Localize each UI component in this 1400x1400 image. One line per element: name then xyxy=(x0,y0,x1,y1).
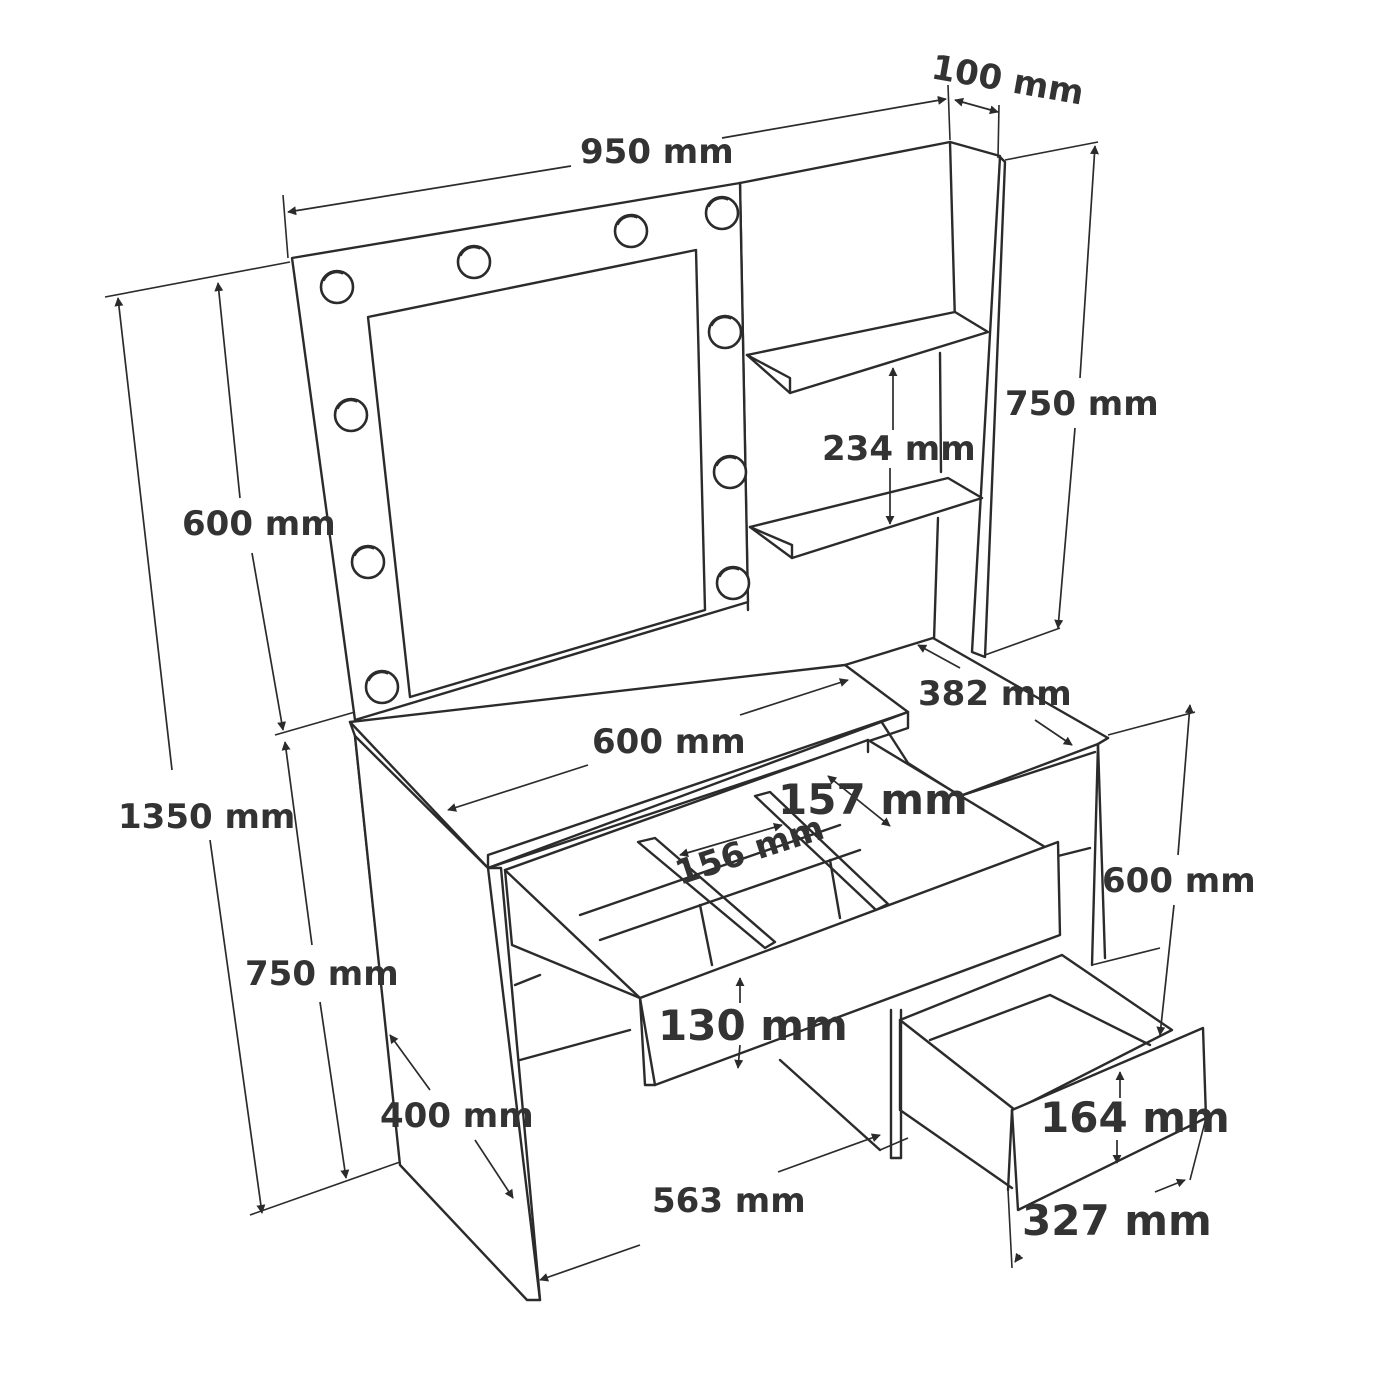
lower-shelf xyxy=(748,476,984,560)
bulb-icon xyxy=(364,669,400,705)
bulb-icon xyxy=(456,244,492,280)
label-desk-top-width: 600 mm xyxy=(592,722,746,762)
label-right-cabinet-height: 600 mm xyxy=(1102,861,1256,901)
bulb-icon xyxy=(715,565,751,601)
bulb-icon xyxy=(712,454,748,490)
label-lower-drawer-height: 164 mm xyxy=(1040,1093,1230,1142)
label-total-height: 1350 mm xyxy=(118,797,295,837)
label-shelf-spacing: 234 mm xyxy=(822,429,976,469)
top-drawer xyxy=(503,738,1062,1087)
bulb-icon xyxy=(704,195,740,231)
bulb-icon xyxy=(319,269,355,305)
mirror xyxy=(366,248,707,699)
shelf-unit xyxy=(738,140,1007,659)
label-top-drawer-height: 130 mm xyxy=(658,1001,848,1050)
bulb-icon xyxy=(350,544,386,580)
desk xyxy=(348,663,910,1302)
label-right-top-depth: 382 mm xyxy=(918,674,1072,714)
upper-shelf xyxy=(745,310,990,395)
label-total-width: 950 mm xyxy=(580,132,734,172)
label-desk-depth: 400 mm xyxy=(380,1096,534,1136)
light-bulbs xyxy=(319,195,751,705)
dimension-lines xyxy=(104,84,1207,1282)
bulb-icon xyxy=(333,397,369,433)
label-shelf-unit-height: 750 mm xyxy=(1005,384,1159,424)
label-side-depth: 100 mm xyxy=(928,47,1086,113)
bulb-icon xyxy=(707,314,743,350)
bulb-icon xyxy=(613,213,649,249)
top-drawer-front xyxy=(638,840,1062,1087)
label-desk-height: 750 mm xyxy=(245,954,399,994)
mirror-frame xyxy=(290,181,750,722)
label-mirror-height: 600 mm xyxy=(182,504,336,544)
lower-drawer xyxy=(898,953,1208,1212)
label-lower-drawer-width: 327 mm xyxy=(1022,1196,1212,1245)
left-side-panel xyxy=(353,734,542,1302)
label-knee-space-width: 563 mm xyxy=(652,1181,806,1221)
label-compartment-a: 157 mm xyxy=(778,775,968,824)
